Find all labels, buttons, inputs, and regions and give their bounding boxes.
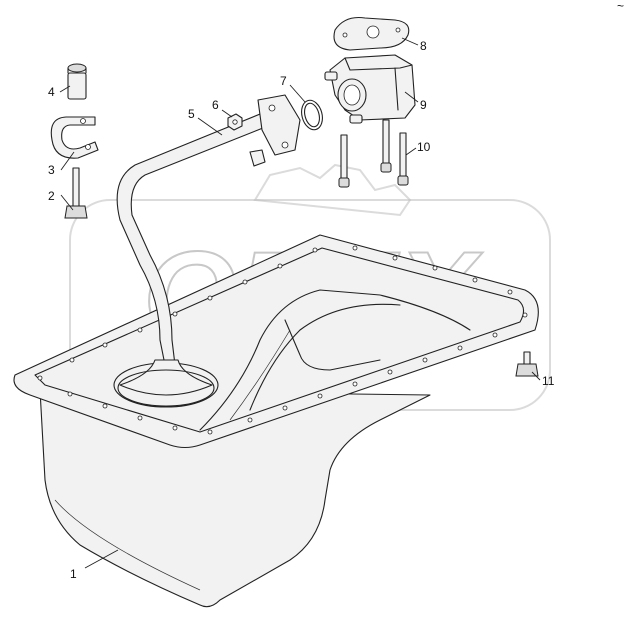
gasket xyxy=(333,16,410,51)
flange-bolt-holes xyxy=(37,245,528,435)
callout-9: 9 xyxy=(420,98,427,112)
oil-pan xyxy=(13,234,539,608)
clamp-bolt xyxy=(64,167,88,219)
callout-7: 7 xyxy=(280,74,287,88)
oil-pickup-tube xyxy=(113,94,301,408)
callout-11: 11 xyxy=(542,374,555,388)
callout-3: 3 xyxy=(48,163,55,177)
drain-bolt xyxy=(515,351,539,377)
callouts: 1 2 3 4 5 6 7 8 9 10 11 xyxy=(48,37,555,581)
o-ring xyxy=(301,99,323,131)
callout-4: 4 xyxy=(48,85,55,99)
corner-mark: ~ xyxy=(617,0,624,13)
tube-clamp xyxy=(50,116,99,159)
callout-1: 1 xyxy=(70,567,77,581)
callout-2: 2 xyxy=(48,189,55,203)
short-bolt xyxy=(67,63,87,100)
nut xyxy=(227,113,243,131)
callout-10: 10 xyxy=(417,140,431,154)
callout-5: 5 xyxy=(188,107,195,121)
callout-8: 8 xyxy=(420,39,427,53)
housing-bolts xyxy=(338,119,409,188)
pump-housing xyxy=(324,54,416,124)
callout-6: 6 xyxy=(212,98,219,112)
